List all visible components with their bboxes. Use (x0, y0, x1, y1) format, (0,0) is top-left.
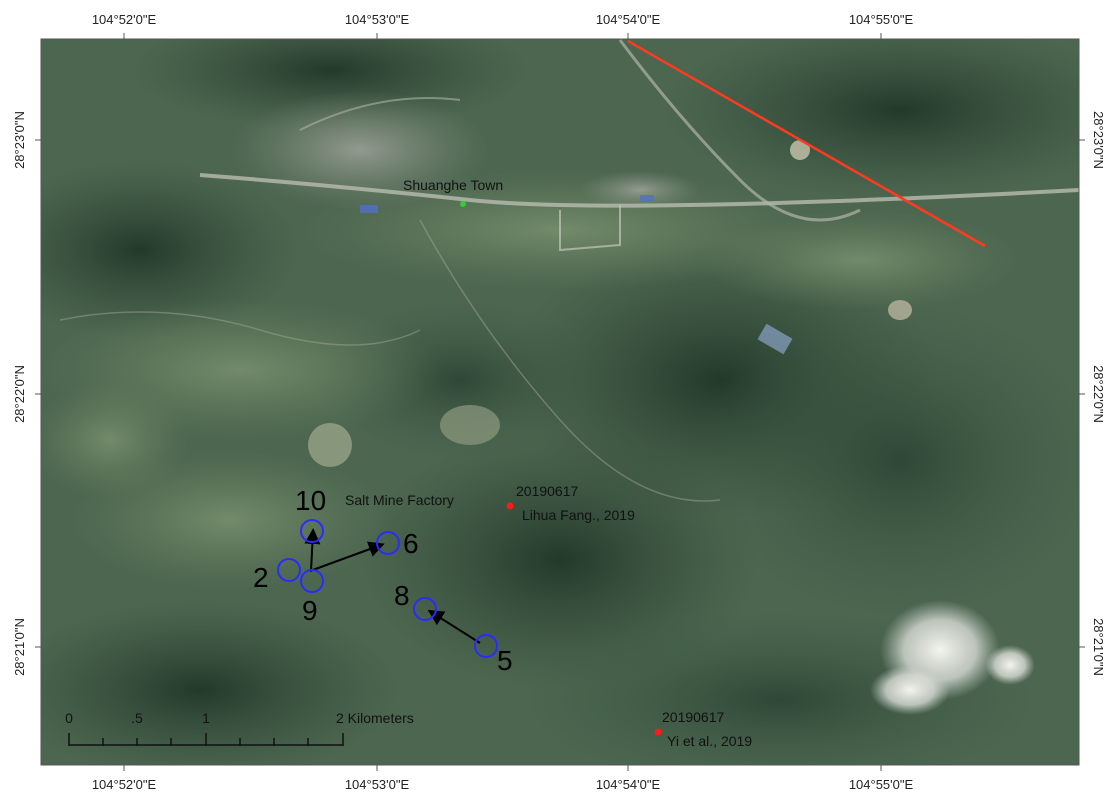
movement-arrows (304, 528, 481, 644)
event2-date: 20190617 (662, 709, 725, 725)
bottom-tick-label: 104°53'0"E (345, 777, 410, 792)
scale-label-2km: 2 Kilometers (336, 710, 414, 726)
event2-source: Yi et al., 2019 (667, 733, 752, 749)
town-label: Shuanghe Town (403, 177, 503, 193)
left-tick-label: 28°23'0"N (12, 111, 27, 169)
top-tick-label: 104°54'0"E (596, 12, 661, 27)
bottom-tick-label: 104°52'0"E (92, 777, 157, 792)
site-label-9: 9 (302, 595, 318, 626)
arrow-9-to-6 (309, 541, 385, 572)
site-circles (277, 519, 498, 658)
factory-label: Salt Mine Factory (345, 492, 454, 508)
site-circle-10 (300, 519, 324, 543)
site-circle-6 (376, 531, 400, 555)
bottom-tick-label: 104°54'0"E (596, 777, 661, 792)
site-label-5: 5 (497, 645, 513, 676)
bottom-tick-label: 104°55'0"E (849, 777, 914, 792)
fault-line (627, 39, 986, 248)
arrow-9-to-10 (304, 528, 321, 572)
scale-bar: 0 .5 1 2 Kilometers (65, 710, 414, 746)
event-point (506, 502, 514, 510)
event-point (654, 728, 662, 736)
scale-label-half: .5 (131, 710, 143, 726)
town-point (460, 201, 466, 207)
event1-source: Lihua Fang., 2019 (522, 507, 635, 523)
satellite-imagery (41, 39, 1079, 765)
map-frame (40, 38, 1080, 766)
site-circle-8 (413, 597, 437, 621)
site-label-6: 6 (403, 528, 419, 559)
site-label-2: 2 (253, 562, 269, 593)
event1-date: 20190617 (516, 483, 579, 499)
right-tick-label: 28°23'0"N (1091, 111, 1106, 169)
site-circle-2 (277, 558, 301, 582)
site-circle-5 (474, 634, 498, 658)
site-circle-9 (300, 569, 324, 593)
top-tick-label: 104°55'0"E (849, 12, 914, 27)
right-tick-label: 28°21'0"N (1091, 618, 1106, 676)
site-label-10: 10 (295, 485, 326, 516)
scale-label-0: 0 (65, 710, 73, 726)
right-tick-label: 28°22'0"N (1091, 365, 1106, 423)
graticule-ticks (35, 33, 1085, 771)
arrow-5-to-8 (427, 609, 481, 644)
top-tick-label: 104°53'0"E (345, 12, 410, 27)
left-tick-label: 28°22'0"N (12, 365, 27, 423)
top-tick-label: 104°52'0"E (92, 12, 157, 27)
left-tick-label: 28°21'0"N (12, 618, 27, 676)
scale-label-1: 1 (202, 710, 210, 726)
site-label-8: 8 (394, 580, 410, 611)
